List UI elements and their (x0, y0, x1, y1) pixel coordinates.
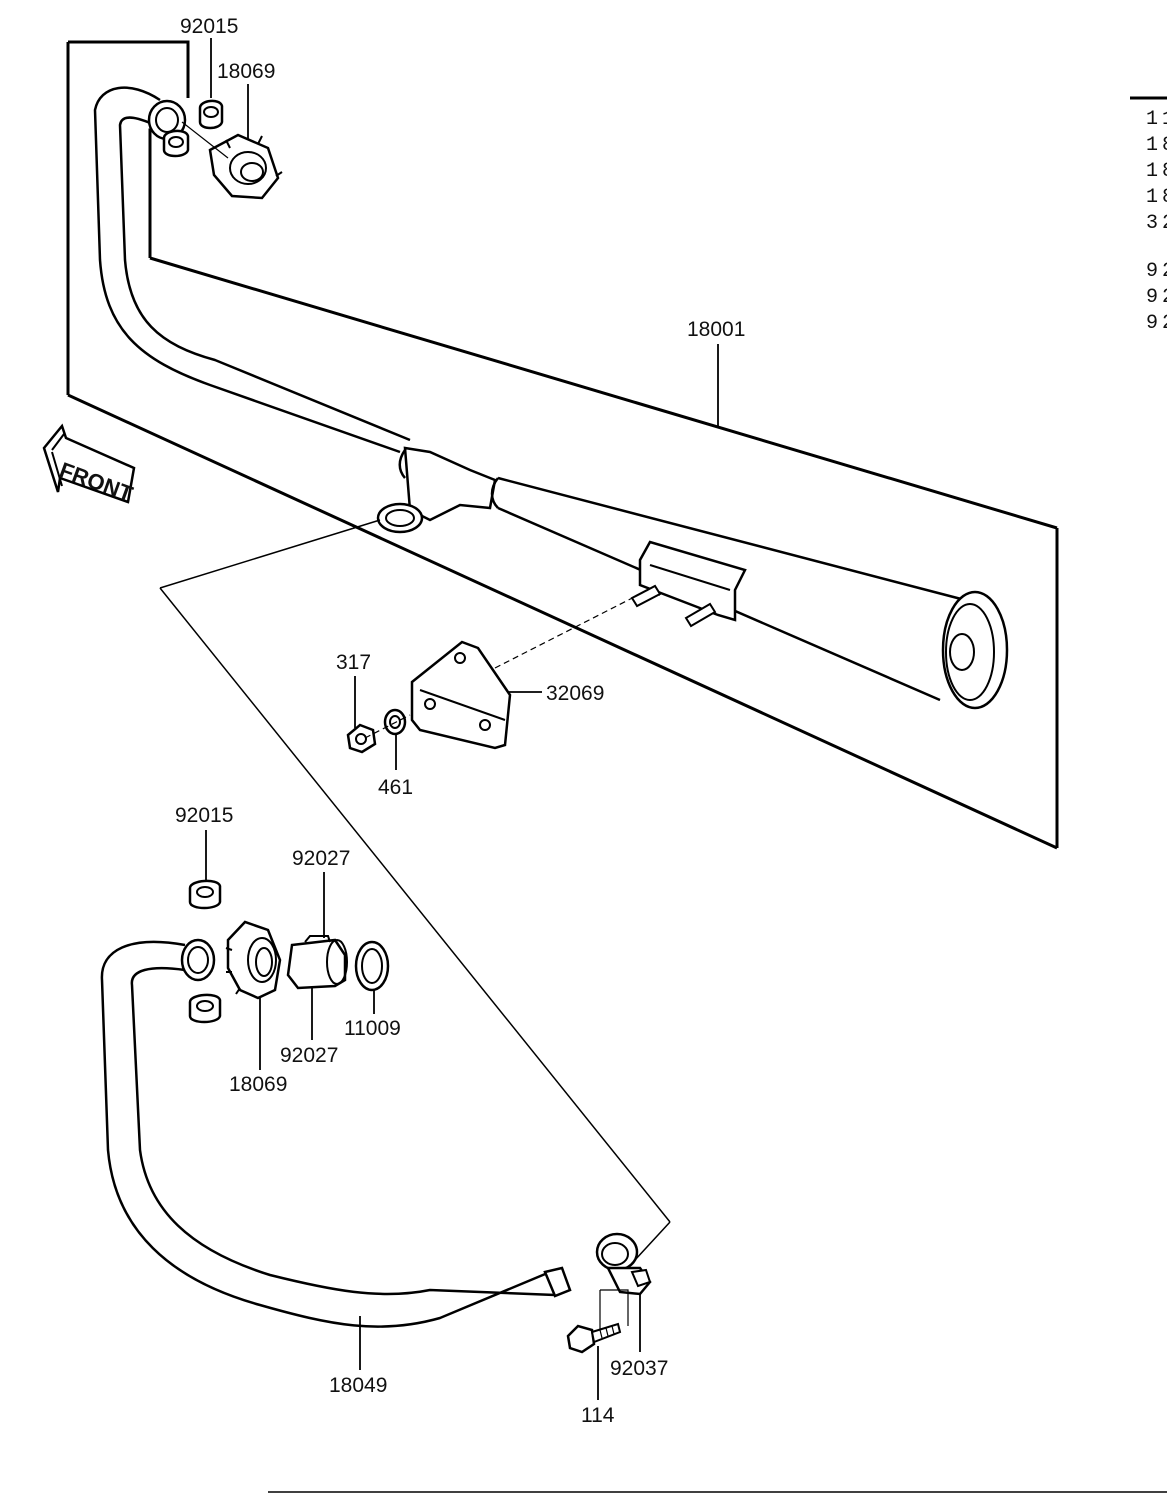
callout-32069: 32069 (546, 682, 604, 705)
callout-92027-top: 92027 (292, 847, 350, 870)
callout-92015-lower: 92015 (175, 804, 233, 827)
legend-entry: 92 (1146, 260, 1167, 283)
callout-labels: 92015 18069 18001 317 32069 461 92015 92… (175, 15, 745, 1427)
front-direction-arrow: FRONT (42, 423, 137, 507)
legend-entry: 11 (1146, 108, 1167, 131)
callout-18001: 18001 (687, 318, 745, 341)
pipe-joint (376, 446, 500, 534)
bracket-plate-32069 (410, 640, 512, 750)
parts-legend-clipped: 11 18 18 18 32 92 92 92 (1130, 96, 1167, 335)
exhaust-pipe-upper (93, 86, 411, 454)
leader-lines (205, 38, 719, 1400)
callout-461: 461 (378, 776, 413, 799)
legend-entry: 32 (1146, 212, 1167, 235)
callout-114: 114 (581, 1404, 615, 1427)
bolt-114 (566, 1322, 622, 1354)
muffler-bracket (630, 540, 747, 628)
assembly-guide-lines (181, 121, 649, 1330)
flange-18069-upper (208, 133, 283, 200)
exhaust-pipe-18049 (100, 938, 572, 1328)
collar-92027 (286, 935, 348, 990)
callout-317: 317 (336, 651, 371, 674)
legend-entry: 18 (1146, 134, 1167, 157)
legend-entry: 18 (1146, 186, 1167, 209)
assembly-frame (66, 40, 1059, 850)
nut-317 (346, 723, 377, 754)
callout-92015-upper: 92015 (180, 15, 238, 38)
legend-entry: 18 (1146, 160, 1167, 183)
legend-entry: 92 (1146, 286, 1167, 309)
gasket-11009 (354, 940, 390, 992)
flange-18069-lower (225, 920, 282, 1000)
grommet-92015-lower (188, 879, 222, 1024)
lower-assembly-frame (159, 519, 671, 1261)
muffler-body (497, 476, 1009, 710)
callout-11009: 11009 (344, 1017, 401, 1040)
callout-92027-bottom: 92027 (280, 1044, 338, 1067)
callout-18049: 18049 (329, 1374, 387, 1397)
callout-18069-upper: 18069 (217, 60, 275, 83)
legend-entry: 92 (1146, 312, 1167, 335)
grommet-92015-upper (162, 99, 224, 158)
clamp-92037 (595, 1232, 652, 1296)
callout-18069-lower: 18069 (229, 1073, 287, 1096)
callout-92037: 92037 (610, 1357, 668, 1380)
